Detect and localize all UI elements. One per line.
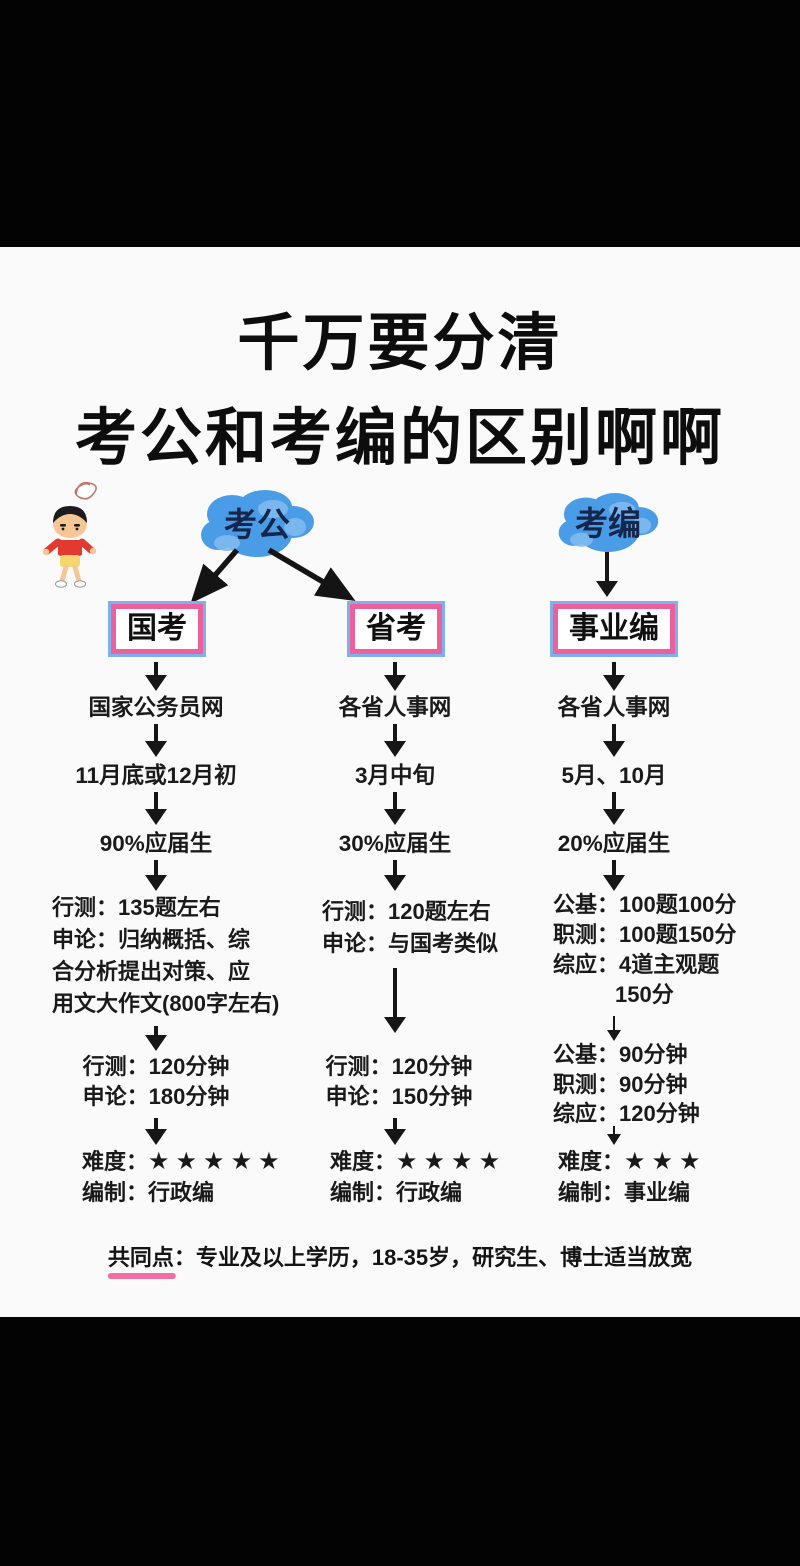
down-arrow-icon	[612, 724, 616, 742]
flow-step: 各省人事网	[338, 695, 452, 720]
flow-step: 20%应届生	[557, 831, 671, 856]
cloud-kaogong-label: 考公	[224, 506, 290, 544]
difficulty-label: 难度：	[330, 1149, 397, 1174]
difficulty-label: 难度：	[558, 1149, 625, 1174]
down-arrow-icon	[613, 1126, 615, 1134]
difficulty-block: 难度：★★★★ 编制：行政编	[330, 1146, 506, 1208]
down-arrow-icon	[393, 724, 397, 742]
exam-content-block: 行测：120题左右 申论：与国考类似	[322, 899, 499, 956]
down-arrow-icon	[393, 792, 397, 810]
establishment-label: 编制：事业编	[558, 1180, 691, 1205]
down-arrow-icon	[154, 792, 158, 810]
cloud-blob-icon	[558, 493, 659, 553]
down-arrow-icon	[154, 860, 158, 876]
cloud-kaogong: 考公	[196, 482, 318, 566]
down-arrow-icon	[154, 662, 158, 676]
flow-step: 各省人事网	[557, 695, 671, 720]
shinchan-mascot-icon	[42, 481, 97, 588]
down-arrow-icon	[612, 860, 616, 876]
difficulty-label: 难度：	[82, 1149, 149, 1174]
flow-step: 11月底或12月初	[75, 763, 237, 788]
box-guokao: 国考	[111, 604, 203, 654]
star-rating: ★★★★★	[148, 1148, 286, 1175]
down-arrow-icon	[393, 662, 397, 676]
exam-content-block: 公基：100题100分 职测：100题150分 综应：4道主观题 150分	[553, 892, 737, 1007]
duration-block: 行测：120分钟 申论：150分钟	[325, 1054, 473, 1109]
top-letterbox-bar	[0, 0, 800, 247]
duration-block: 公基：90分钟 职测：90分钟 综应：120分钟	[553, 1042, 700, 1126]
down-arrow-icon	[154, 1118, 158, 1130]
exam-content-block: 行测：135题左右 申论：归纳概括、综 合分析提出对策、应 用文大作文(800字…	[52, 895, 280, 1016]
branch-arrows-icon	[190, 547, 356, 604]
common-point-label: 共同点：	[107, 1240, 196, 1279]
bottom-letterbox-bar	[0, 1317, 800, 1566]
down-arrow-icon	[612, 792, 616, 810]
duration-block: 行测：120分钟 申论：180分钟	[82, 1054, 230, 1109]
down-arrow-icon	[154, 1026, 158, 1036]
down-arrow-icon	[605, 552, 609, 582]
box-shengkao: 省考	[350, 604, 442, 654]
flow-step: 5月、10月	[561, 763, 667, 788]
down-arrow-icon	[393, 1118, 397, 1130]
cloud-kaobian-label: 考编	[575, 505, 641, 543]
star-rating: ★★★	[624, 1148, 707, 1175]
down-arrow-icon	[393, 968, 397, 1018]
content-area: 千万要分清 考公和考编的区别啊啊	[0, 247, 800, 1317]
footer-note: 共同点：专业及以上学历，18-35岁，研究生、博士适当放宽	[107, 1240, 693, 1279]
common-point-text: 专业及以上学历，18-35岁，研究生、博士适当放宽	[195, 1245, 693, 1270]
difficulty-block: 难度：★★★ 编制：事业编	[558, 1146, 707, 1208]
star-rating: ★★★★	[396, 1148, 507, 1175]
down-arrow-icon	[613, 1016, 615, 1030]
down-arrow-icon	[393, 860, 397, 876]
box-shiyebian: 事业编	[553, 604, 675, 654]
down-arrow-icon	[612, 662, 616, 676]
cloud-blob-icon	[201, 490, 314, 557]
down-arrow-icon	[154, 724, 158, 742]
flow-step: 国家公务员网	[88, 695, 224, 720]
cloud-kaobian: 考编	[552, 486, 664, 560]
flow-step: 3月中旬	[354, 763, 436, 788]
establishment-label: 编制：行政编	[330, 1180, 463, 1205]
difficulty-block: 难度：★★★★★ 编制：行政编	[82, 1146, 286, 1208]
flow-step: 90%应届生	[99, 831, 213, 856]
establishment-label: 编制：行政编	[82, 1180, 215, 1205]
flow-step: 30%应届生	[338, 831, 452, 856]
title-line-2: 考公和考编的区别啊啊	[74, 404, 726, 473]
title-line-1: 千万要分清	[237, 309, 563, 378]
